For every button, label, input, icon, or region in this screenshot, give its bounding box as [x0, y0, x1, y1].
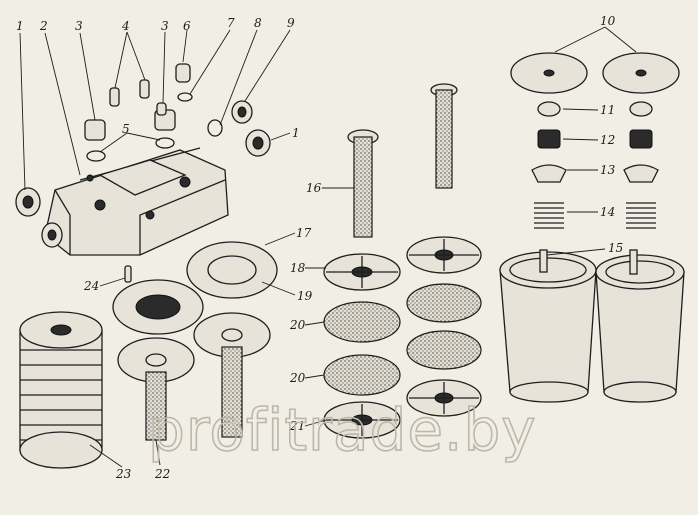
label-14: 14 [600, 205, 615, 219]
filter-rod-right [430, 83, 458, 189]
disc-column-right [406, 236, 482, 417]
label-21: 21 [289, 419, 305, 433]
label-3-left: 3 [75, 19, 83, 33]
plug-caps [84, 63, 191, 141]
label-8: 8 [254, 16, 262, 30]
filter-rod-16 [347, 129, 379, 238]
watermark-text: profitrade.by [148, 396, 537, 464]
caps-13 [531, 164, 659, 183]
label-6: 6 [183, 19, 191, 33]
felt-filter-stack-23 [19, 311, 103, 469]
label-4: 4 [121, 19, 130, 33]
label-9: 9 [287, 16, 295, 30]
label-7: 7 [227, 16, 235, 30]
label-10: 10 [600, 14, 616, 28]
label-2: 2 [39, 19, 48, 33]
label-22: 22 [154, 467, 170, 481]
label-23: 23 [115, 467, 132, 481]
label-16: 16 [306, 181, 322, 195]
springs-14 [534, 202, 656, 229]
label-19: 19 [297, 289, 313, 303]
callout-labels: 1 2 3 4 3 6 7 8 9 5 1 10 11 12 13 14 15 … [16, 14, 623, 481]
label-24: 24 [83, 279, 99, 293]
separator-disc-18 [323, 253, 401, 291]
label-12: 12 [600, 133, 615, 147]
label-1-right: 1 [292, 126, 300, 140]
sleeves-12 [537, 129, 653, 149]
label-1-left: 1 [16, 19, 24, 33]
leader-lines [19, 26, 637, 468]
gasket-19 [186, 241, 278, 299]
felt-disc-20-upper [323, 301, 401, 343]
filter-housing [41, 147, 229, 256]
union-fitting-left [15, 187, 41, 217]
seal-rings-left [86, 92, 223, 162]
label-20-upper: 20 [289, 318, 306, 332]
label-5: 5 [122, 122, 130, 136]
filter-element-22 [117, 312, 271, 441]
label-13: 13 [600, 163, 616, 177]
cover-washers-10 [510, 52, 680, 94]
label-18: 18 [290, 261, 306, 275]
label-11: 11 [600, 103, 615, 117]
nuts-11 [537, 101, 653, 117]
union-fittings-right [231, 100, 271, 157]
gasket-17 [112, 279, 204, 335]
label-20-lower: 20 [289, 371, 306, 385]
label-3-right: 3 [161, 19, 169, 33]
filter-cups-15 [499, 249, 685, 403]
label-17: 17 [296, 226, 312, 240]
pin-24 [124, 265, 132, 283]
felt-disc-20-lower [323, 354, 401, 396]
separator-disc-21 [323, 401, 401, 439]
label-15: 15 [608, 241, 623, 255]
small-pins [109, 79, 167, 116]
